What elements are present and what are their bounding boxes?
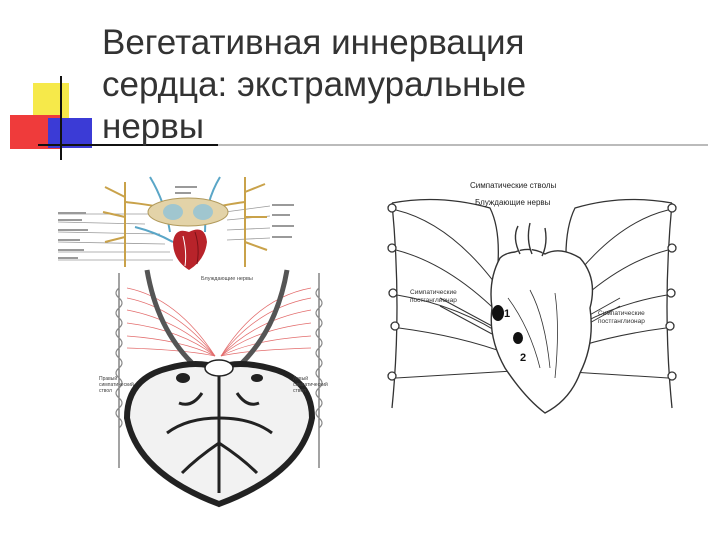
label-left-trunk-line-2: симпатический — [293, 381, 328, 388]
decor-yellow-square — [33, 83, 69, 119]
label-right-trunk-line-1: Правый — [99, 375, 117, 382]
slide-title-line-3: нервы — [102, 107, 205, 146]
label-sympathetic-trunks: Симпатические стволы — [470, 181, 557, 190]
decor-blue-square — [48, 118, 92, 148]
slide-title-line-1: Вегетативная иннервация — [102, 23, 525, 62]
figure-heart-sympathetic-vagus-diagram: Симпатические стволы Блуждающие нервы Си… — [387, 181, 677, 414]
label-symp-post-left-line-1: Симпатические — [410, 289, 457, 296]
marker-2: 2 — [520, 352, 526, 364]
slide-title: Вегетативная иннервация сердца: экстраму… — [102, 22, 526, 148]
label-symp-post-left-line-2: постганглионар — [410, 297, 457, 304]
title-underline — [38, 144, 708, 146]
label-left-trunk-line-1: Левый — [293, 375, 308, 382]
label-vagus-nerves-bottom: Блуждающие нервы — [201, 276, 253, 282]
slide-title-line-2: сердца: экстрамуральные — [102, 65, 527, 104]
label-symp-post-right-line-1: Симпатические — [598, 310, 645, 317]
label-right-trunk-line-3: ствол — [99, 388, 112, 394]
label-right-trunk-line-2: симпатический — [99, 381, 134, 388]
label-vagus-nerves: Блуждающие нервы — [475, 198, 551, 207]
figure-heart-vagus-sympathetic-diagram: Блуждающие нервы Правый симпатический ст… — [99, 269, 328, 508]
marker-1: 1 — [504, 308, 510, 320]
label-symp-post-right-line-2: постганглионар — [598, 318, 645, 325]
label-left-trunk-line-3: ствол — [293, 388, 306, 394]
figure-thoracic-plexus-illustration — [57, 176, 294, 270]
decor-vertical-line — [60, 76, 62, 160]
